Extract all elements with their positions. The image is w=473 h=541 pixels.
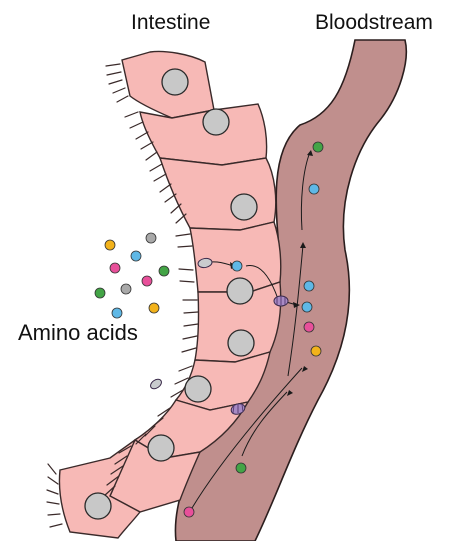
amino-acid-blue <box>302 302 312 312</box>
amino-acid-blue <box>304 281 314 291</box>
amino-acid-green <box>313 142 323 152</box>
nucleus <box>85 493 111 519</box>
intestine-label: Intestine <box>131 12 210 33</box>
nucleus <box>228 330 254 356</box>
amino-acids-label: Amino acids <box>18 322 138 344</box>
amino-acid-pink <box>304 322 314 332</box>
nucleus <box>185 376 211 402</box>
nucleus <box>162 69 188 95</box>
amino-acid-green <box>236 463 246 473</box>
nucleus <box>231 194 257 220</box>
amino-acid-yellow <box>105 240 115 250</box>
amino-acid-blue <box>131 251 141 261</box>
nucleus <box>203 109 229 135</box>
amino-acid-green <box>95 288 105 298</box>
amino-acid-pink <box>184 507 194 517</box>
intestinal-cell <box>140 104 267 165</box>
amino-acid-blue <box>112 308 122 318</box>
bloodstream-label: Bloodstream <box>315 12 433 33</box>
amino-acid-blue <box>232 261 242 271</box>
amino-acid-yellow <box>311 346 321 356</box>
amino-acid-pink <box>142 276 152 286</box>
nucleus <box>227 278 253 304</box>
amino-acid-green <box>159 266 169 276</box>
amino-acid-gray <box>121 284 131 294</box>
amino-acid-gray <box>146 233 156 243</box>
amino-acid-pink <box>110 263 120 273</box>
intestinal-cell <box>160 158 276 230</box>
amino-acid-yellow <box>149 303 159 313</box>
nucleus <box>148 435 174 461</box>
amino-acid-blue <box>309 184 319 194</box>
